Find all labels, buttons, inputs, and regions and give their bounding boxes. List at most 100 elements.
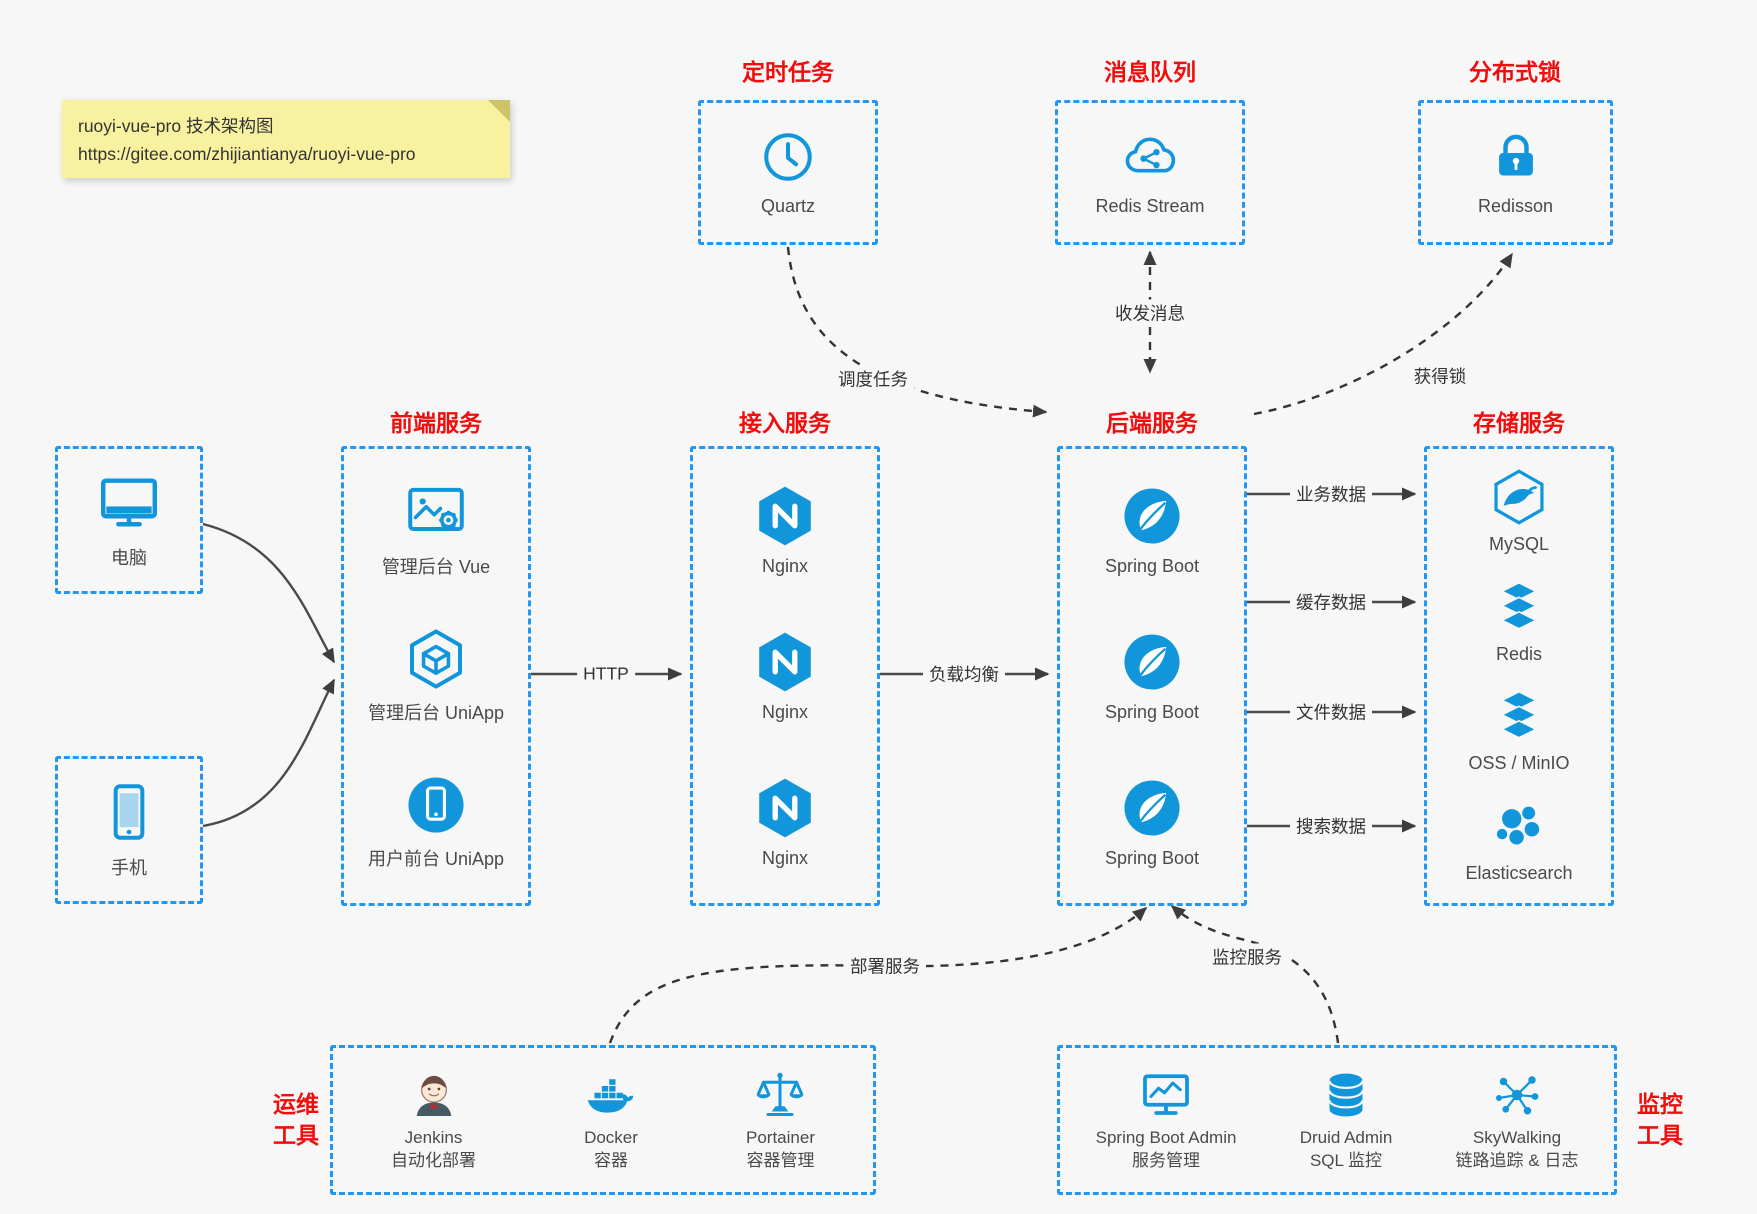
node-nginx-2: Nginx [753,630,817,723]
redisson-label: Redisson [1477,196,1554,216]
jenkins-icon [407,1068,461,1122]
edge-monitor [1170,905,1340,1044]
lock-icon [1487,128,1545,186]
node-mysql: MySQL [1489,468,1549,555]
group-title-message-queue: 消息队列 [1104,59,1196,85]
group-title-gateway: 接入服务 [739,410,831,436]
pc-client-box: 电脑 [55,446,203,594]
quartz-label: Quartz [760,196,816,216]
node-label: OSS / MinIO [1468,753,1570,774]
edge-label-file-data: 文件数据 [1290,698,1372,726]
admin-web-icon [404,481,468,545]
phone-client-box: 手机 [55,756,203,904]
ops-tools-label-line2: 工具 [273,1122,319,1148]
database-icon [1319,1068,1373,1122]
node-skywalking: SkyWalking 链路追踪 & 日志 [1455,1068,1579,1173]
note-fold [488,100,510,122]
node-label: Spring Boot [1104,555,1200,576]
sticky-note: ruoyi-vue-pro 技术架构图 https://gitee.com/zh… [62,100,510,178]
node-label: SkyWalking 链路追踪 & 日志 [1455,1127,1579,1170]
edge-label-search-data: 搜索数据 [1290,812,1372,840]
backend-services-box: Spring Boot Spring Boot Spring Boot [1057,446,1247,906]
node-label: 用户前台 UniApp [367,849,505,869]
portainer-icon [753,1068,807,1122]
elasticsearch-icon [1490,797,1548,855]
mysql-icon [1490,468,1548,526]
node-label: Elasticsearch [1465,862,1573,883]
spring-boot-icon [1120,630,1184,694]
group-title-backend: 后端服务 [1106,410,1198,436]
uniapp-cube-icon [404,627,468,691]
quartz-box: Quartz [698,100,878,245]
edge-label-schedule: 调度任务 [832,365,914,393]
edge-lock [1253,252,1514,416]
object-storage-icon [1490,687,1548,745]
note-title: ruoyi-vue-pro 技术架构图 [78,116,274,136]
node-label: Spring Boot [1104,847,1200,868]
redisson-box: Redisson [1418,100,1613,245]
admin-monitor-icon [1139,1068,1193,1122]
edge-label-http: HTTP [577,662,635,686]
node-druid-admin: Druid Admin SQL 监控 [1299,1068,1393,1173]
node-spring-boot-admin: Spring Boot Admin 服务管理 [1095,1068,1237,1173]
node-admin-uniapp: 管理后台 UniApp [368,627,504,725]
nginx-icon [753,776,817,840]
group-title-frontend: 前端服务 [390,410,482,436]
edge-pc-to-frontend [202,522,336,664]
redis-stream-label: Redis Stream [1095,196,1205,216]
monitor-tools-label-line2: 工具 [1637,1122,1683,1148]
node-nginx-1: Nginx [753,484,817,577]
node-label: Portainer 容器管理 [746,1127,815,1170]
node-label: 管理后台 UniApp [367,703,505,723]
redis-stream-box: Redis Stream [1055,100,1245,245]
topology-icon [1490,1068,1544,1122]
node-oss-minio: OSS / MinIO [1468,687,1570,774]
ops-tools-side-label: 运维 工具 [273,1089,319,1151]
ops-tools-box: Jenkins 自动化部署 Docker 容器 Portainer 容器管理 [330,1045,876,1195]
cloud-network-icon [1121,128,1179,186]
spring-boot-icon [1120,484,1184,548]
mobile-app-icon [404,773,468,837]
gateway-services-box: Nginx Nginx Nginx [690,446,880,906]
spring-boot-icon [1120,776,1184,840]
ops-tools-label-line1: 运维 [273,1090,319,1117]
smartphone-icon [97,780,161,844]
edge-label-business-data: 业务数据 [1290,480,1372,508]
edge-label-deploy: 部署服务 [844,952,926,980]
group-title-distributed-lock: 分布式锁 [1469,59,1561,85]
edge-label-monitor: 监控服务 [1206,943,1288,971]
node-label: MySQL [1488,534,1549,555]
node-label: Spring Boot Admin 服务管理 [1095,1127,1237,1170]
phone-label: 手机 [111,858,147,878]
edge-schedule [786,246,1048,418]
node-label: Nginx [761,701,809,722]
pc-label: 电脑 [111,548,147,568]
node-user-uniapp: 用户前台 UniApp [368,773,504,871]
node-label: Spring Boot [1104,701,1200,722]
storage-services-box: MySQL Redis OSS / MinIO Elasticsearch [1424,446,1614,906]
monitor-tools-label-line1: 监控 [1637,1090,1683,1117]
edge-label-message: 收发消息 [1109,299,1191,327]
nginx-icon [753,630,817,694]
node-label: Docker 容器 [584,1127,638,1170]
nginx-icon [753,484,817,548]
node-portainer: Portainer 容器管理 [746,1068,815,1173]
node-spring-boot-3: Spring Boot [1105,776,1199,869]
group-title-scheduled-task: 定时任务 [742,59,834,85]
docker-icon [584,1068,638,1122]
edge-label-load-balance: 负载均衡 [923,660,1005,688]
monitor-tools-box: Spring Boot Admin 服务管理 Druid Admin SQL 监… [1057,1045,1617,1195]
node-label: Nginx [761,555,809,576]
node-jenkins: Jenkins 自动化部署 [391,1068,476,1173]
edge-label-cache-data: 缓存数据 [1290,588,1372,616]
edge-label-lock: 获得锁 [1407,362,1473,390]
node-label: Druid Admin SQL 监控 [1299,1127,1393,1170]
monitor-tools-side-label: 监控 工具 [1637,1089,1683,1151]
clock-icon [759,128,817,186]
node-redis: Redis [1490,578,1548,665]
node-nginx-3: Nginx [753,776,817,869]
node-label: Redis [1495,643,1543,664]
redis-stack-icon [1490,578,1548,636]
desktop-icon [97,470,161,534]
